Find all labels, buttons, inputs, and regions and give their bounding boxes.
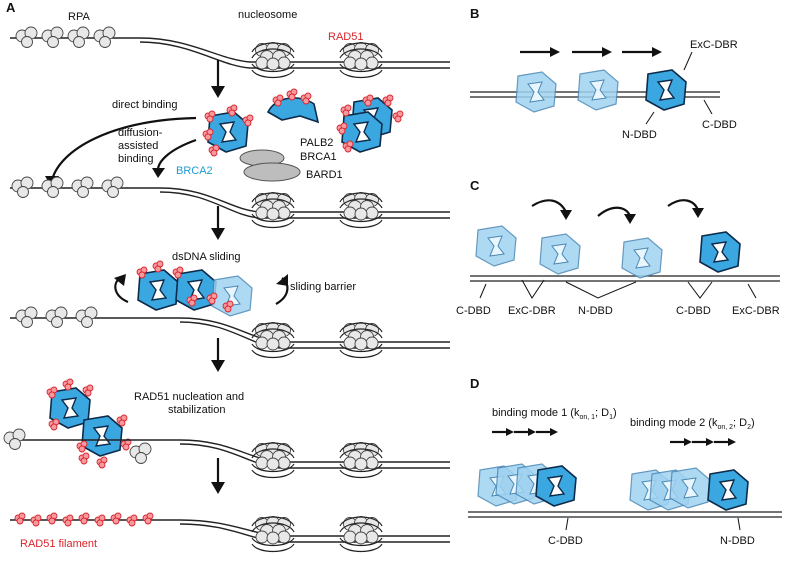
brca2-label: BRCA2 [176, 165, 213, 177]
rad51-filament-label: RAD51 filament [20, 538, 97, 550]
c-c-dbd-2-label: C-DBD [676, 305, 711, 317]
dna-row-5 [10, 515, 450, 553]
panel-b-letter: B [470, 6, 479, 21]
dna-row-1 [10, 26, 450, 79]
down-arrow-4 [211, 458, 225, 494]
palb2-label: PALB2 [300, 137, 333, 149]
diffusion-label-1: diffusion- [118, 127, 163, 139]
panel-d-letter: D [470, 376, 479, 391]
c-n-dbd-label: N-DBD [578, 305, 613, 317]
dna-row-2 [10, 176, 450, 229]
panel-d-diagram [468, 428, 782, 531]
mode2-label: binding mode 2 (kon, 2; D2) [630, 417, 755, 431]
dsdna-sliding-label: dsDNA sliding [172, 251, 240, 263]
brca1-label: BRCA1 [300, 151, 337, 163]
diffusion-binding-arrow [156, 138, 197, 171]
dna-row-3 [10, 306, 450, 359]
sliding-barrier-label: sliding barrier [290, 281, 356, 293]
panel-c-letter: C [470, 178, 480, 193]
direct-binding-arrow [50, 116, 197, 181]
panel-b-diagram [470, 47, 720, 125]
b-c-dbd-label: C-DBD [702, 119, 737, 131]
b-n-dbd-label: N-DBD [622, 129, 657, 141]
direct-binding-label: direct binding [112, 99, 177, 111]
c-exc-dbr-1-label: ExC-DBR [508, 305, 556, 317]
dna-row-4 [3, 428, 450, 479]
d-c-dbd-label: C-DBD [548, 535, 583, 547]
rad51-label: RAD51 [328, 31, 363, 43]
mode1-label: binding mode 1 (kon, 1; D1) [492, 407, 617, 421]
diffusion-label-3: binding [118, 153, 153, 165]
down-arrow-1 [211, 60, 225, 98]
b-exc-dbr-label: ExC-DBR [690, 39, 738, 51]
c-exc-dbr-2-label: ExC-DBR [732, 305, 780, 317]
d-n-dbd-label: N-DBD [720, 535, 755, 547]
nucleosome-label: nucleosome [238, 9, 297, 21]
nucleation-complex [46, 378, 132, 469]
brca2-complex [202, 88, 404, 182]
bard1-label: BARD1 [306, 169, 343, 181]
down-arrow-3 [211, 338, 225, 372]
diffusion-label-2: assisted [118, 140, 158, 152]
c-c-dbd-1-label: C-DBD [456, 305, 491, 317]
panel-c-diagram [470, 199, 780, 299]
rpa-label: RPA [68, 11, 90, 23]
nucleation-label-2: stabilization [168, 404, 225, 416]
down-arrow-2 [211, 206, 225, 240]
nucleation-label-1: RAD51 nucleation and [134, 391, 244, 403]
panel-a-letter: A [6, 0, 16, 15]
sliding-complex [136, 260, 253, 317]
rad51-filament [14, 512, 154, 527]
